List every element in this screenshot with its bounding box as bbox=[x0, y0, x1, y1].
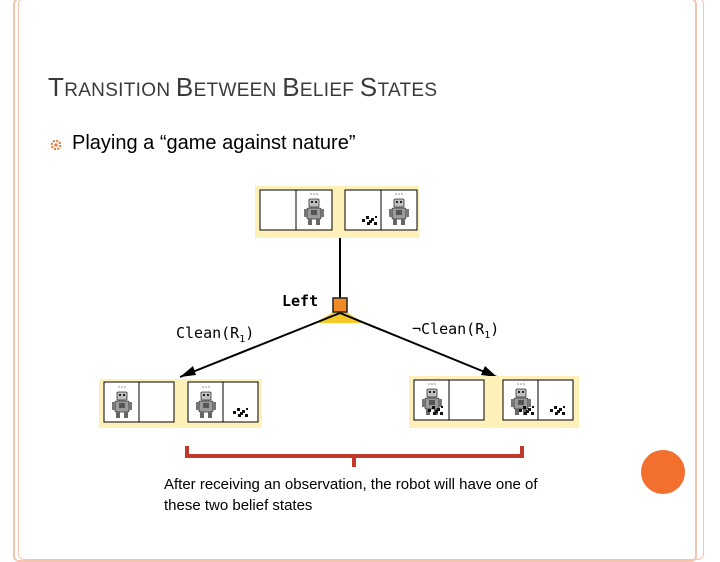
dirty-belief-state bbox=[409, 376, 579, 428]
title-part: B bbox=[175, 72, 194, 102]
and-node-fan bbox=[315, 308, 364, 323]
arrowhead-icon bbox=[180, 366, 196, 377]
world-state bbox=[344, 189, 418, 231]
belief-state-diagram: Left Clean(R1) ¬Clean(R1) bbox=[99, 186, 579, 467]
action-label: Left bbox=[282, 292, 318, 310]
world-state bbox=[103, 381, 175, 423]
action-node bbox=[332, 297, 348, 313]
left-branch-label: Clean(R1) bbox=[176, 324, 254, 345]
slide-title: TRANSITION BETWEEN BELIEF STATES bbox=[48, 72, 437, 103]
title-part: TATES bbox=[377, 80, 438, 101]
slide: TRANSITION BETWEEN BELIEF STATES Playing… bbox=[13, 0, 704, 562]
decorative-circle bbox=[641, 450, 685, 494]
world-state bbox=[259, 189, 333, 231]
gear-bullet-icon bbox=[50, 139, 62, 151]
title-part: RANSITION bbox=[64, 80, 176, 101]
right-branch-edge bbox=[339, 312, 498, 378]
title-part: ELIEF bbox=[299, 80, 360, 101]
bullet-text: Playing a “game against nature” bbox=[72, 132, 356, 154]
diagram-caption: After receiving an observation, the robo… bbox=[164, 476, 538, 514]
arrowhead-icon bbox=[481, 366, 497, 377]
title-part: B bbox=[282, 72, 300, 102]
title-part: ETWEEN bbox=[193, 80, 283, 101]
title-part: S bbox=[359, 72, 378, 102]
clean-belief-state bbox=[99, 379, 262, 428]
world-state bbox=[413, 379, 485, 421]
grouping-bracket bbox=[185, 446, 524, 458]
right-branch-label: ¬Clean(R1) bbox=[412, 320, 499, 341]
world-state bbox=[502, 379, 574, 421]
world-state bbox=[187, 381, 259, 423]
initial-belief-state bbox=[255, 186, 419, 238]
title-part: T bbox=[48, 72, 65, 102]
left-branch-edge bbox=[179, 312, 341, 378]
